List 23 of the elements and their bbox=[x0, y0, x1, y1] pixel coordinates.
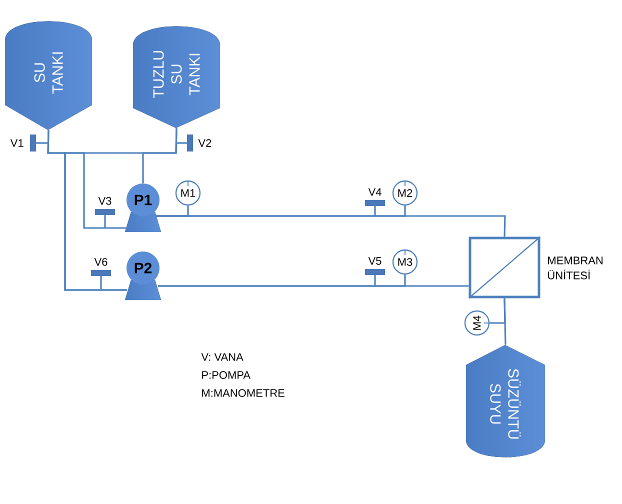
pressure-gauge: M1 bbox=[175, 180, 201, 206]
valve-label: V2 bbox=[198, 139, 212, 147]
pipe bbox=[64, 128, 178, 291]
pressure-gauge: M3 bbox=[392, 249, 418, 275]
pump: P2 bbox=[125, 252, 161, 300]
valve-label: V6 bbox=[94, 258, 108, 266]
key-text: V: VANA bbox=[201, 353, 244, 361]
pressure-gauge: M4 bbox=[464, 310, 490, 336]
pump: P1 bbox=[125, 184, 161, 232]
pipe bbox=[158, 274, 406, 287]
key-text: M:MANOMETRE bbox=[202, 389, 284, 397]
key-text: P:POMPA bbox=[202, 371, 250, 379]
tank: TUZLU SU TANKI bbox=[133, 26, 220, 128]
valve-label: V1 bbox=[10, 139, 24, 147]
pipe bbox=[490, 298, 506, 324]
valve-label: V3 bbox=[98, 197, 112, 205]
pipe bbox=[156, 206, 406, 217]
unit-label: MEMBRAN ÜNİTESİ bbox=[548, 256, 603, 280]
valve-label: V5 bbox=[368, 257, 382, 265]
valve-label: V4 bbox=[368, 188, 382, 196]
pressure-gauge: M2 bbox=[392, 180, 418, 206]
tank: SU TANKI bbox=[5, 21, 92, 130]
tank: SÜZÜNTÜ SUYU bbox=[466, 345, 545, 458]
